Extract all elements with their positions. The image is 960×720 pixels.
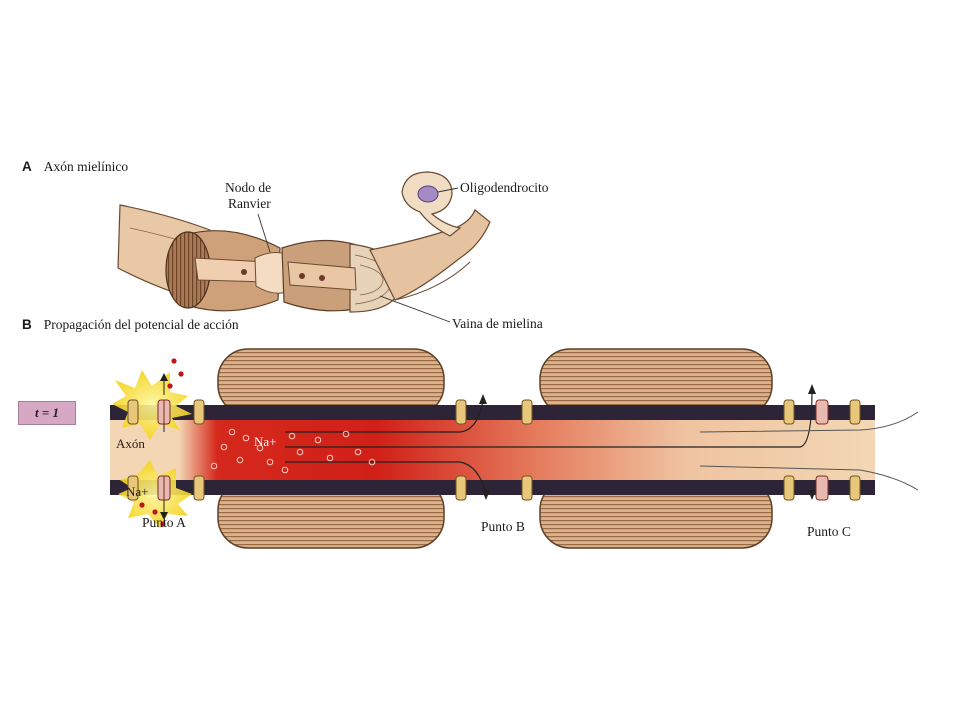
panel-a-letter: A [22, 159, 32, 174]
membrane-bottom [110, 480, 875, 495]
channel-open-top-a [157, 399, 171, 425]
panel-b-heading: B Propagación del potencial de acción [22, 318, 239, 332]
channel-bottom-a2 [193, 475, 205, 501]
label-sodium-inside: Na+ [254, 434, 277, 449]
channel-bottom-a1 [127, 475, 139, 501]
time-badge: t = 1 [18, 401, 76, 425]
label-node-line2: Ranvier [228, 196, 271, 211]
channel-open-bottom-a [157, 475, 171, 501]
panel-b-illustration [110, 348, 919, 549]
panel-a-heading: A Axón mielínico [22, 160, 128, 174]
membrane-top [110, 405, 875, 420]
label-point-a: Punto A [142, 515, 186, 530]
label-oligodendrocyte: Oligodendrocito [460, 180, 549, 195]
channel-top-b2 [521, 399, 533, 425]
panel-b-title: Propagación del potencial de acción [43, 317, 239, 332]
label-sodium-outside: Na+ [126, 484, 149, 499]
label-myelin-sheath: Vaina de mielina [452, 316, 543, 331]
channel-top-c3 [849, 399, 861, 425]
axoplasm [110, 420, 875, 480]
label-point-b: Punto B [481, 519, 525, 534]
channel-top-b1 [455, 399, 467, 425]
channel-bottom-b1 [455, 475, 467, 501]
channel-top-a1 [127, 399, 139, 425]
label-node-line1: Nodo de [225, 180, 272, 195]
channel-top-c2 [815, 399, 829, 425]
sodium-ions-inside [210, 428, 376, 474]
panel-a-title: Axón mielínico [43, 159, 129, 174]
channel-top-c1 [783, 399, 795, 425]
channel-bottom-b2 [521, 475, 533, 501]
panel-b-letter: B [22, 317, 32, 332]
label-axon: Axón [116, 436, 145, 451]
label-point-c: Punto C [807, 524, 851, 539]
channel-bottom-c1 [783, 475, 795, 501]
sodium-ions-outside [139, 358, 184, 527]
channel-top-a2 [193, 399, 205, 425]
channel-bottom-c3 [849, 475, 861, 501]
panel-a-illustration [117, 171, 491, 323]
channel-bottom-c2 [815, 475, 829, 501]
